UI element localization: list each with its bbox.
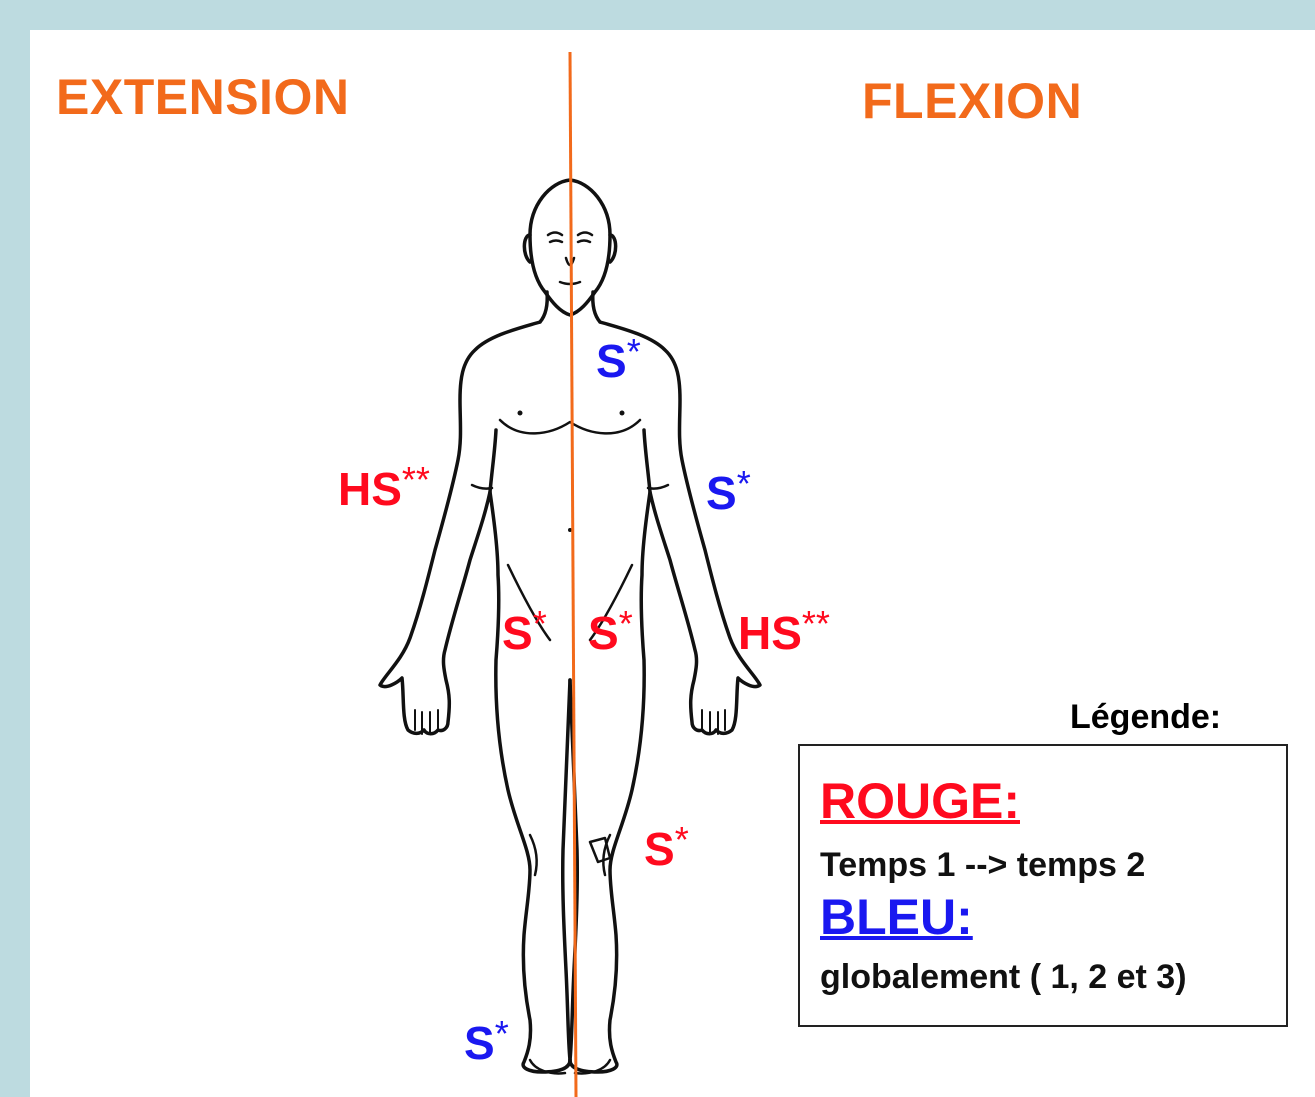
marker-ankle-blue: S* — [464, 1020, 509, 1066]
legend-key-rouge: ROUGE: — [820, 772, 1020, 830]
diagram-panel: EXTENSION FLEXION — [30, 30, 1315, 1097]
marker-hip-left-red: S* — [502, 610, 547, 656]
legend-title: Légende: — [1070, 698, 1221, 737]
marker-wrist-red: HS** — [738, 610, 830, 656]
left-side-outline — [380, 322, 570, 1072]
midline — [570, 52, 576, 1097]
marker-elbow-blue: S* — [706, 470, 751, 516]
marker-shoulder-blue: S* — [596, 338, 641, 384]
legend-key-bleu: BLEU: — [820, 888, 973, 946]
marker-knee-red: S* — [644, 826, 689, 872]
right-side-outline — [570, 322, 760, 1072]
legend-desc-bleu: globalement ( 1, 2 et 3) — [820, 958, 1187, 997]
marker-hip-right-red: S* — [588, 610, 633, 656]
legend-desc-rouge: Temps 1 --> temps 2 — [820, 846, 1145, 885]
marker-elbow-red: HS** — [338, 466, 430, 512]
legend-box: ROUGE: Temps 1 --> temps 2 BLEU: globale… — [798, 744, 1288, 1027]
